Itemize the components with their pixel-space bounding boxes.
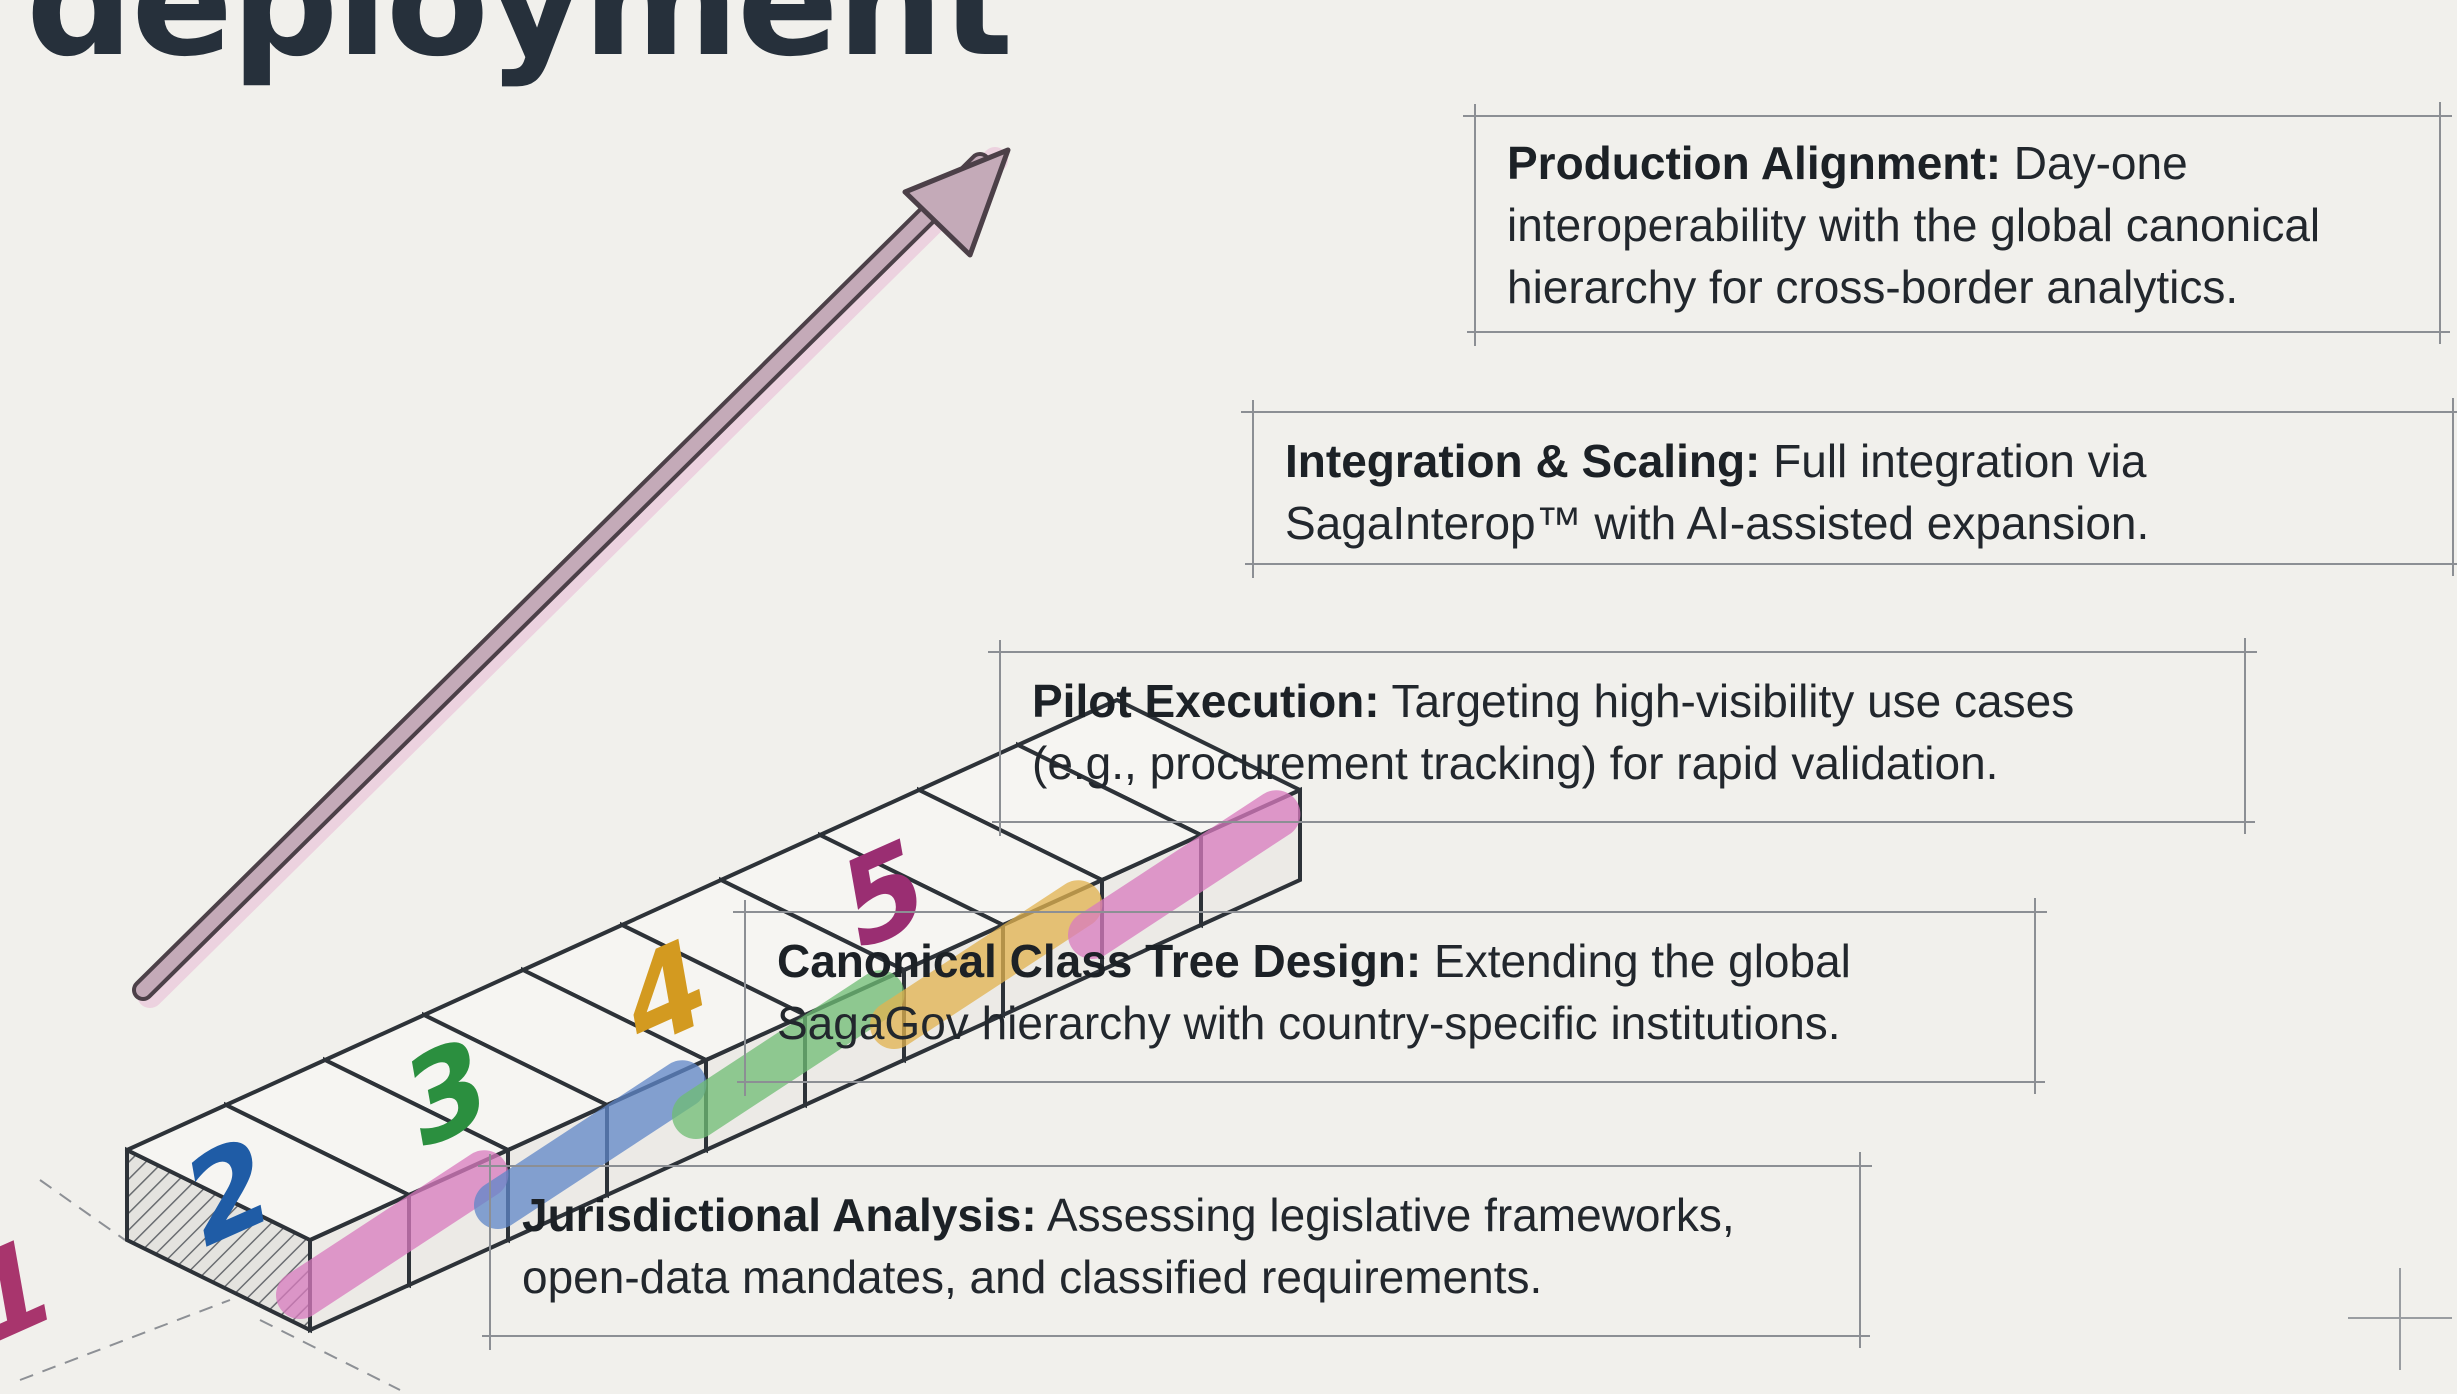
- stage-text-line: interoperability with the global canonic…: [1507, 199, 2321, 251]
- stage-highlight: [474, 1060, 707, 1229]
- stage-description: Canonical Class Tree Design: Extending t…: [777, 930, 1851, 1054]
- stage-highlight: [1068, 790, 1301, 959]
- callout-frame: [988, 638, 2257, 836]
- callout-frame: [1241, 398, 2457, 578]
- construction-lines: [19, 1179, 401, 1391]
- callout-frame: [733, 898, 2047, 1096]
- stage-text-line: hierarchy for cross-border analytics.: [1507, 261, 2239, 313]
- stage-description: Integration & Scaling: Full integration …: [1285, 430, 2149, 554]
- stage-text-line: Full integration via: [1760, 435, 2147, 487]
- stage-description: Jurisdictional Analysis: Assessing legis…: [522, 1184, 1735, 1308]
- stage-title: Jurisdictional Analysis:: [522, 1189, 1037, 1241]
- stage-number: 1: [0, 1206, 59, 1378]
- stage-highlight: [276, 1150, 509, 1319]
- stage-text-line: SagaInterop™ with AI-assisted expansion.: [1285, 497, 2150, 549]
- stage-title: Canonical Class Tree Design:: [777, 935, 1422, 987]
- stage-title: Integration & Scaling:: [1285, 435, 1761, 487]
- stage-highlight: [870, 880, 1103, 1049]
- callout-frame: [1463, 102, 2452, 346]
- stage-text-line: SagaGov hierarchy with country-specific …: [777, 997, 1841, 1049]
- callout-frame: [478, 1152, 1872, 1350]
- page-title: deployment: [26, 0, 1013, 90]
- stage-title: Pilot Execution:: [1032, 675, 1380, 727]
- stage-text-line: (e.g., procurement tracking) for rapid v…: [1032, 737, 1999, 789]
- crosshair-mark: [2348, 1268, 2452, 1370]
- stage-text-line: open-data mandates, and classified requi…: [522, 1251, 1543, 1303]
- stage-text-line: Day-one: [2001, 137, 2188, 189]
- stage-text-line: Targeting high-visibility use cases: [1379, 675, 2075, 727]
- callout-frames: [478, 102, 2457, 1350]
- stage-description: Production Alignment: Day-one interoperab…: [1507, 132, 2320, 318]
- stage-text-line: Assessing legislative frameworks,: [1036, 1189, 1735, 1241]
- progress-arrow-icon: [132, 147, 1011, 1008]
- stage-text-line: Extending the global: [1421, 935, 1851, 987]
- stage-description: Pilot Execution: Targeting high-visibili…: [1032, 670, 2074, 794]
- stage-title: Production Alignment:: [1507, 137, 2002, 189]
- stage-highlight: [672, 970, 905, 1139]
